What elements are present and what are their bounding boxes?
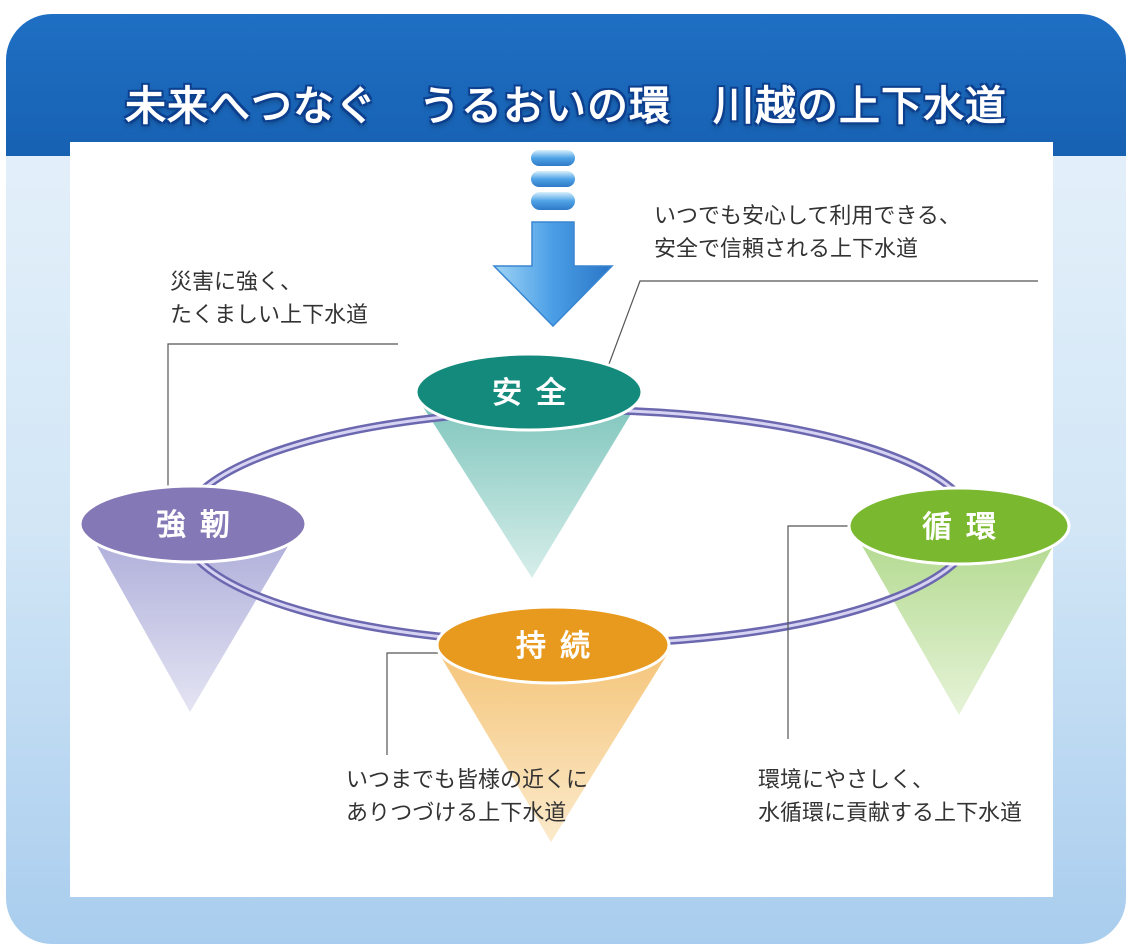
cone-jizoku — [437, 650, 670, 842]
goal-junkan: 循環 — [847, 486, 1071, 566]
arrow-bead — [531, 192, 575, 210]
description-junkan: 環境にやさしく、 水循環に貢献する上下水道 — [758, 764, 1022, 830]
pill-anzen — [414, 352, 644, 432]
goal-label-anzen: 安全 — [492, 376, 580, 411]
description-line: 安全で信頼される上下水道 — [654, 237, 919, 262]
description-line: いつまでも皆様の近くに — [346, 768, 589, 793]
down-arrow-icon — [492, 150, 614, 328]
arrow-bead — [531, 150, 575, 166]
description-kyojin: 災害に強く、 たくましい上下水道 — [170, 266, 368, 332]
description-line: 災害に強く、 — [170, 270, 303, 295]
goal-jizoku: 持続 — [435, 605, 671, 685]
goal-label-junkan: 循環 — [922, 510, 1010, 545]
pill-kyojin — [78, 484, 308, 564]
goal-kyojin: 強靭 — [78, 484, 308, 564]
goal-anzen: 安全 — [414, 352, 644, 432]
callout-line-junkan — [787, 525, 852, 739]
description-jizoku: いつまでも皆様の近くに ありつづける上下水道 — [346, 764, 588, 830]
description-anzen: いつでも安心して利用できる、 安全で信頼される上下水道 — [654, 200, 961, 266]
callout-line-kyojin — [167, 343, 398, 513]
arrow-bead — [531, 171, 575, 187]
cone-anzen — [418, 399, 640, 578]
goal-label-kyojin: 強靭 — [156, 508, 244, 543]
description-line: 環境にやさしく、 — [758, 768, 935, 793]
goal-label-jizoku: 持続 — [516, 629, 604, 664]
description-line: たくましい上下水道 — [170, 303, 369, 328]
description-line: ありつづける上下水道 — [346, 801, 567, 826]
callout-line-jizoku — [386, 652, 457, 755]
cone-junkan — [849, 523, 1066, 715]
arrow-head — [492, 221, 614, 328]
page-title: 未来へつなぐ うるおいの環 川越の上下水道 — [125, 82, 1007, 130]
description-line: 水循環に貢献する上下水道 — [758, 801, 1023, 826]
description-line: いつでも安心して利用できる、 — [654, 204, 961, 229]
cone-kyojin — [82, 519, 304, 712]
callout-line-anzen — [605, 280, 1038, 373]
title-banner: 未来へつなぐ うるおいの環 川越の上下水道 — [6, 14, 1126, 156]
pill-junkan — [847, 486, 1071, 566]
pill-jizoku — [435, 605, 671, 685]
